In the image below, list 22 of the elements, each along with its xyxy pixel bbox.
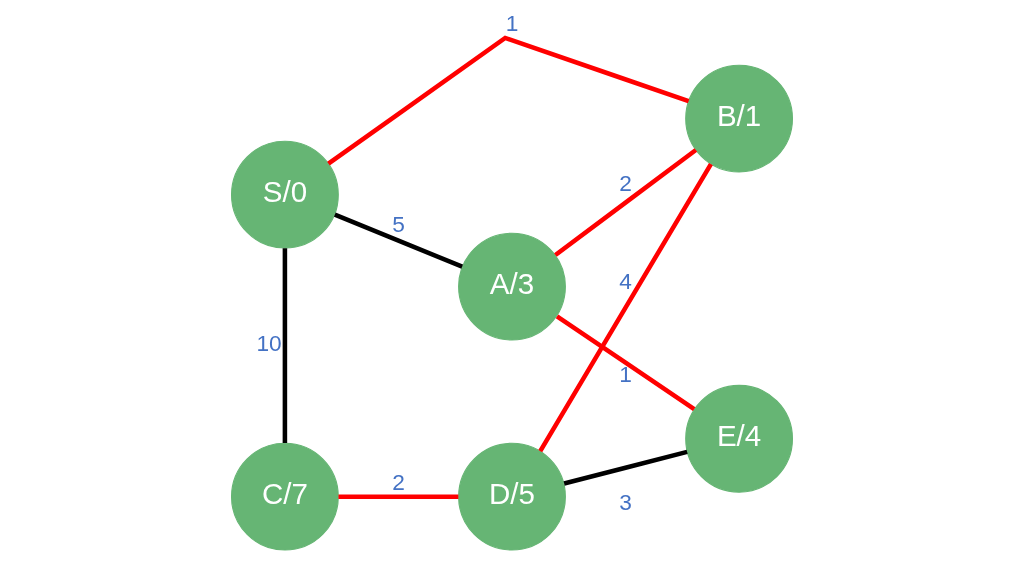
edge-label: 3	[619, 489, 632, 516]
connector	[554, 148, 698, 257]
connector	[538, 162, 713, 453]
node-circle: A/3	[458, 232, 566, 341]
edge-label: 1	[619, 360, 632, 387]
connector	[338, 494, 459, 499]
node-circle: B/1	[685, 64, 794, 173]
edge-label: 2	[619, 170, 632, 197]
node-circle: D/5	[458, 442, 566, 551]
edge-label: 5	[392, 211, 405, 238]
connector	[333, 212, 464, 269]
connector	[282, 248, 288, 443]
edge-label: 1	[505, 10, 519, 37]
edge-label: 2	[392, 468, 405, 495]
edge-label: 10	[256, 330, 282, 357]
connector	[327, 35, 690, 166]
node-circle: E/4	[685, 384, 794, 493]
node-circle: S/0	[230, 140, 339, 249]
edge-label: 4	[619, 267, 632, 294]
node-circle: C/7	[230, 442, 339, 551]
connector	[555, 314, 696, 411]
connector	[563, 449, 688, 486]
